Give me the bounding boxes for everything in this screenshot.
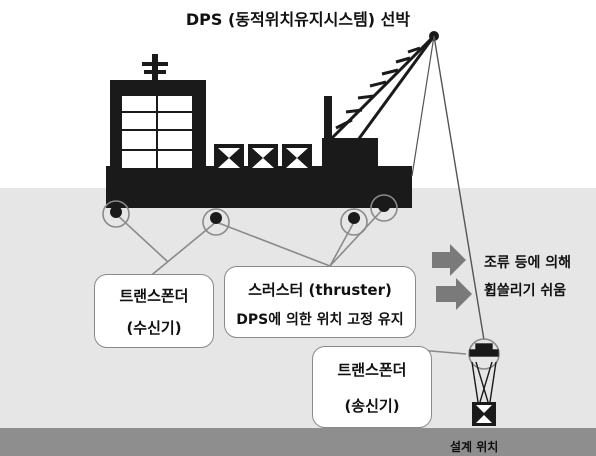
ship [106, 54, 412, 208]
transponder-ring [468, 338, 500, 370]
current-arrow-1 [432, 244, 466, 276]
transponder-transmitter-line1: 트랜스폰더 [337, 361, 407, 379]
current-arrow-2 [436, 278, 472, 310]
design-position-label: 설계 위치 [450, 440, 499, 454]
thruster-line2: DPS에 의한 위치 고정 유지 [236, 312, 404, 328]
thruster-markers [102, 194, 398, 236]
transponder-receiver-line1: 트랜스폰더 [119, 287, 189, 305]
seabed [0, 428, 596, 456]
thruster-box: 스러스터 (thruster) DPS에 의한 위치 고정 유지 [224, 266, 416, 338]
connector-lines [115, 207, 385, 279]
transponder-receiver-line2: (수신기) [126, 319, 182, 337]
thruster-2 [202, 208, 230, 236]
crane-cable [433, 35, 485, 341]
transmitter-assembly [468, 338, 500, 403]
transponder-transmitter-line2: (송신기) [344, 397, 400, 415]
transponder-receiver-box: 트랜스폰더 (수신기) [94, 274, 214, 348]
crane-base [322, 138, 378, 170]
thruster-1 [102, 200, 130, 228]
ship-hull [106, 176, 412, 208]
current-label-line2: 휩쓸리기 쉬움 [484, 283, 567, 299]
thruster-3 [340, 208, 368, 236]
deck-cargo [214, 144, 312, 172]
crane-boom [328, 34, 436, 142]
diagram-title: DPS (동적위치유지시스템) 선박 [185, 10, 411, 29]
design-position-marker [472, 402, 496, 426]
thruster-line1: 스러스터 (thruster) [248, 281, 392, 299]
current-arrows [432, 244, 472, 310]
ship-mast [152, 54, 158, 82]
current-label-line1: 조류 등에 의해 [484, 255, 572, 271]
transponder-transmitter-box: 트랜스폰더 (송신기) [312, 346, 432, 428]
thruster-4 [370, 194, 398, 222]
